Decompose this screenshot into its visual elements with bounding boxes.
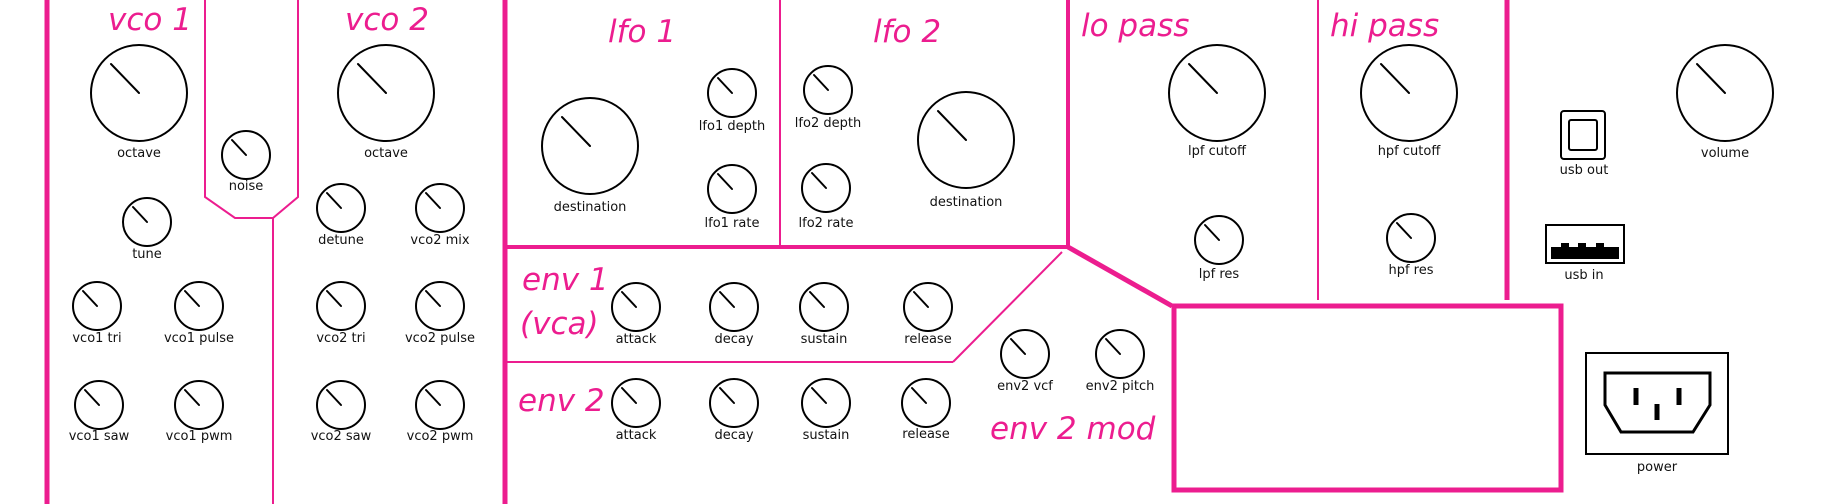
knob-label: lfo2 depth <box>795 116 861 131</box>
knob-label: release <box>902 427 949 442</box>
knob-vco2-saw[interactable]: vco2 saw <box>311 380 372 444</box>
port-label: usb out <box>1560 163 1609 178</box>
knob-label: lpf cutoff <box>1188 144 1247 159</box>
knob-vco1-tri[interactable]: vco1 tri <box>72 281 122 346</box>
knob-lfo1-rate[interactable]: lfo1 rate <box>705 164 760 231</box>
knob-label: env2 vcf <box>997 379 1053 394</box>
section-title-env2-mod: env 2 mod <box>990 411 1156 447</box>
section-title-hipass: hi pass <box>1330 8 1439 44</box>
section-title-lfo1: lfo 1 <box>608 14 676 50</box>
knob-env2-release[interactable]: release <box>901 378 951 442</box>
knob-label: lfo1 rate <box>705 216 760 231</box>
knob-env2-pitch[interactable]: env2 pitch <box>1086 329 1155 394</box>
knob-label: tune <box>132 247 162 262</box>
power-inlet[interactable]: power <box>1585 352 1729 475</box>
knob-env1-decay[interactable]: decay <box>709 282 759 347</box>
knob-label: release <box>904 332 951 347</box>
knob-lfo1-destination[interactable]: destination <box>541 97 639 215</box>
knob-label: attack <box>616 428 657 443</box>
knob-vco2-pwm[interactable]: vco2 pwm <box>407 380 474 444</box>
knob-label: volume <box>1701 146 1749 161</box>
knob-label: octave <box>117 146 161 161</box>
knob-lfo1-depth[interactable]: lfo1 depth <box>699 68 765 134</box>
knob-label: hpf cutoff <box>1378 144 1442 159</box>
knob-label: lpf res <box>1199 267 1240 282</box>
knob-label: vco2 tri <box>316 331 365 346</box>
knob-label: vco1 pwm <box>166 429 233 444</box>
knob-vco1-pwm[interactable]: vco1 pwm <box>166 380 233 444</box>
knob-vco1-octave[interactable]: octave <box>90 44 188 161</box>
knob-label: vco2 mix <box>410 233 469 248</box>
section-title-vco1: vco 1 <box>108 2 192 38</box>
usb-in-port[interactable]: usb in <box>1545 224 1625 283</box>
section-title-vco2: vco 2 <box>345 2 429 38</box>
knob-lpf-cutoff[interactable]: lpf cutoff <box>1168 44 1266 159</box>
knob-label: env2 pitch <box>1086 379 1155 394</box>
knob-vco2-octave[interactable]: octave <box>337 44 435 161</box>
display-window <box>1171 303 1564 493</box>
knob-label: lfo2 rate <box>799 216 854 231</box>
knob-label: decay <box>714 428 753 443</box>
knob-label: destination <box>930 195 1003 210</box>
section-title-lopass: lo pass <box>1081 8 1189 44</box>
knob-env1-release[interactable]: release <box>903 282 953 347</box>
knob-vco1-saw[interactable]: vco1 saw <box>69 380 130 444</box>
knob-label: lfo1 depth <box>699 119 765 134</box>
knob-vco1-pulse[interactable]: vco1 pulse <box>164 281 234 346</box>
knob-label: vco2 pulse <box>405 331 475 346</box>
knob-label: vco1 pulse <box>164 331 234 346</box>
knob-vco2-tri[interactable]: vco2 tri <box>316 281 366 346</box>
knob-label: vco2 saw <box>311 429 372 444</box>
knob-label: destination <box>554 200 627 215</box>
port-label: usb in <box>1564 268 1603 283</box>
knob-lpf-res[interactable]: lpf res <box>1194 215 1244 282</box>
section-title-env1-vca: (vca) <box>520 306 599 342</box>
knob-env2-vcf[interactable]: env2 vcf <box>997 329 1053 394</box>
knob-env2-sustain[interactable]: sustain <box>801 378 851 443</box>
knob-hpf-res[interactable]: hpf res <box>1386 213 1436 278</box>
knob-label: vco1 saw <box>69 429 130 444</box>
section-title-env2: env 2 <box>518 383 605 419</box>
section-titles: vco 1 vco 2 lfo 1 lfo 2 lo pass hi pass … <box>108 2 1439 447</box>
knob-env2-decay[interactable]: decay <box>709 378 759 443</box>
section-borders <box>44 0 1564 504</box>
usb-out-port[interactable]: usb out <box>1560 110 1609 178</box>
section-title-env1: env 1 <box>522 262 609 298</box>
knob-detune[interactable]: detune <box>316 183 366 248</box>
knob-env1-attack[interactable]: attack <box>611 282 661 347</box>
knob-label: sustain <box>801 332 848 347</box>
knob-label: vco1 tri <box>72 331 121 346</box>
knob-volume[interactable]: volume <box>1676 44 1774 161</box>
knob-lfo2-destination[interactable]: destination <box>917 91 1015 210</box>
knob-label: octave <box>364 146 408 161</box>
section-title-lfo2: lfo 2 <box>873 14 941 50</box>
knob-hpf-cutoff[interactable]: hpf cutoff <box>1360 44 1458 159</box>
knob-label: attack <box>616 332 657 347</box>
knob-label: decay <box>714 332 753 347</box>
knob-env2-attack[interactable]: attack <box>611 378 661 443</box>
knob-vco2-pulse[interactable]: vco2 pulse <box>405 281 475 346</box>
knob-lfo2-depth[interactable]: lfo2 depth <box>795 65 861 131</box>
knob-vco2-mix[interactable]: vco2 mix <box>410 183 470 248</box>
knob-label: vco2 pwm <box>407 429 474 444</box>
knob-label: noise <box>229 179 264 194</box>
knob-noise[interactable]: noise <box>221 130 271 194</box>
port-label: power <box>1637 460 1678 475</box>
knob-env1-sustain[interactable]: sustain <box>799 282 849 347</box>
knob-lfo2-rate[interactable]: lfo2 rate <box>799 163 854 231</box>
knob-tune[interactable]: tune <box>122 197 172 262</box>
knob-label: sustain <box>803 428 850 443</box>
knob-label: detune <box>318 233 364 248</box>
knob-label: hpf res <box>1388 263 1433 278</box>
